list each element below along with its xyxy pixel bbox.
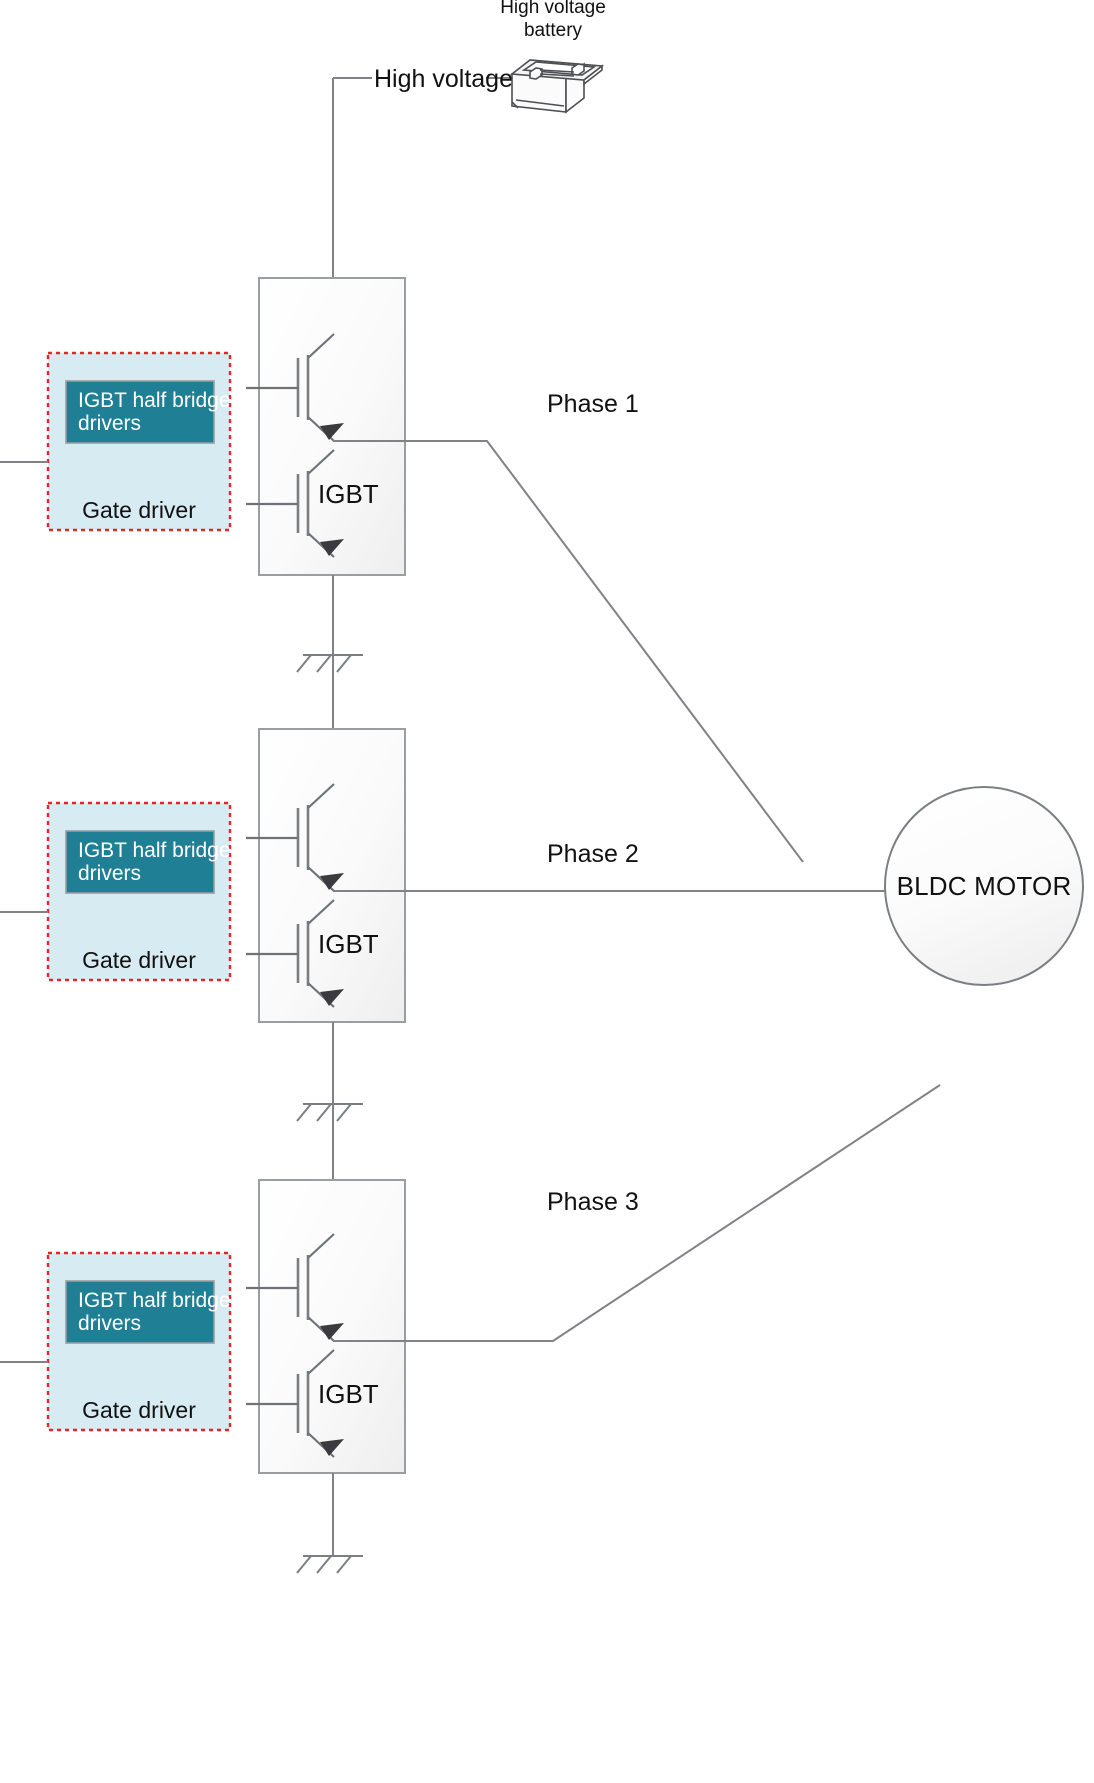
- phase-3-motor-wire: [405, 1084, 941, 1342]
- ground-symbol-icon-phase-3: [296, 1555, 363, 1574]
- igbt-half-bridge-drivers-block-phase-3[interactable]: [65, 1280, 215, 1344]
- driver-block-label-line2-phase-2: drivers: [78, 862, 141, 885]
- phase-1-label: Phase 1: [547, 390, 639, 418]
- igbt-label-phase-1: IGBT: [318, 479, 379, 509]
- car-battery-icon: [509, 59, 605, 114]
- gate-driver-label-phase-3: Gate driver: [82, 1397, 196, 1423]
- phase-3-group: IGBT half bridge drivers Gate driver IGB…: [0, 1084, 941, 1574]
- bldc-motor-group[interactable]: BLDC MOTOR: [884, 786, 1084, 986]
- driver-block-label-line2-phase-1: drivers: [78, 412, 141, 435]
- bldc-motor-label: BLDC MOTOR: [897, 871, 1072, 901]
- igbt-label-phase-2: IGBT: [318, 929, 379, 959]
- driver-block-label-line1-phase-3: IGBT half bridge: [78, 1289, 231, 1312]
- driver-block-label-line1-phase-1: IGBT half bridge: [78, 389, 231, 412]
- igbt-transistor-icon-phase-1-high: [246, 333, 344, 442]
- igbt-label-phase-3: IGBT: [318, 1379, 379, 1409]
- high-voltage-label: High voltage: [374, 65, 513, 93]
- ground-symbol-icon-phase-1: [296, 654, 363, 673]
- phase-2-label: Phase 2: [547, 840, 639, 868]
- phase-1-group: IGBT half bridge drivers Gate driver IGB…: [0, 277, 804, 863]
- ground-symbol-icon-phase-2: [296, 1103, 363, 1122]
- battery-label-line2: battery: [524, 20, 583, 41]
- igbt-transistor-icon-phase-2-high: [246, 783, 344, 892]
- driver-block-label-line1-phase-2: IGBT half bridge: [78, 839, 231, 862]
- igbt-transistor-icon-phase-1-low: [246, 449, 344, 558]
- driver-block-label-line2-phase-3: drivers: [78, 1312, 141, 1335]
- igbt-transistor-icon-phase-2-low: [246, 899, 344, 1008]
- bldc-motor-circle[interactable]: [884, 786, 1084, 986]
- igbt-half-bridge-drivers-block-phase-2[interactable]: [65, 830, 215, 894]
- battery-label-line1: High voltage: [500, 0, 606, 18]
- igbt-transistor-icon-phase-3-low: [246, 1349, 344, 1458]
- gate-driver-label-phase-1: Gate driver: [82, 497, 196, 523]
- phase-1-motor-wire: [405, 440, 804, 863]
- phase-2-group: IGBT half bridge drivers Gate driver IGB…: [0, 728, 885, 1122]
- gate-driver-label-phase-2: Gate driver: [82, 947, 196, 973]
- igbt-half-bridge-drivers-block-phase-1[interactable]: [65, 380, 215, 444]
- phase-3-label: Phase 3: [547, 1188, 639, 1216]
- igbt-transistor-icon-phase-3-high: [246, 1233, 344, 1342]
